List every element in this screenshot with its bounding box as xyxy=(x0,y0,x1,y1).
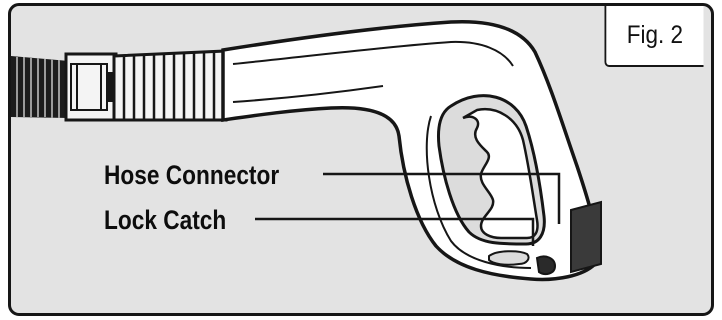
lock-catch-label: Lock Catch xyxy=(104,205,227,235)
hose-coupling xyxy=(64,52,118,122)
spray-gun-illustration xyxy=(11,19,602,282)
figure-label: Fig. 2 xyxy=(604,6,704,67)
figure-panel: Fig. 2 Hose Connector Lock Catch xyxy=(8,3,714,316)
handle-grip-icon xyxy=(221,19,602,282)
hose-connector-leader xyxy=(323,172,561,224)
gun-collar xyxy=(112,49,228,122)
hose-connector-label: Hose Connector xyxy=(104,160,280,190)
leader-lines xyxy=(255,172,561,246)
hose-icon xyxy=(11,56,69,118)
lock-catch-leader xyxy=(255,217,535,246)
